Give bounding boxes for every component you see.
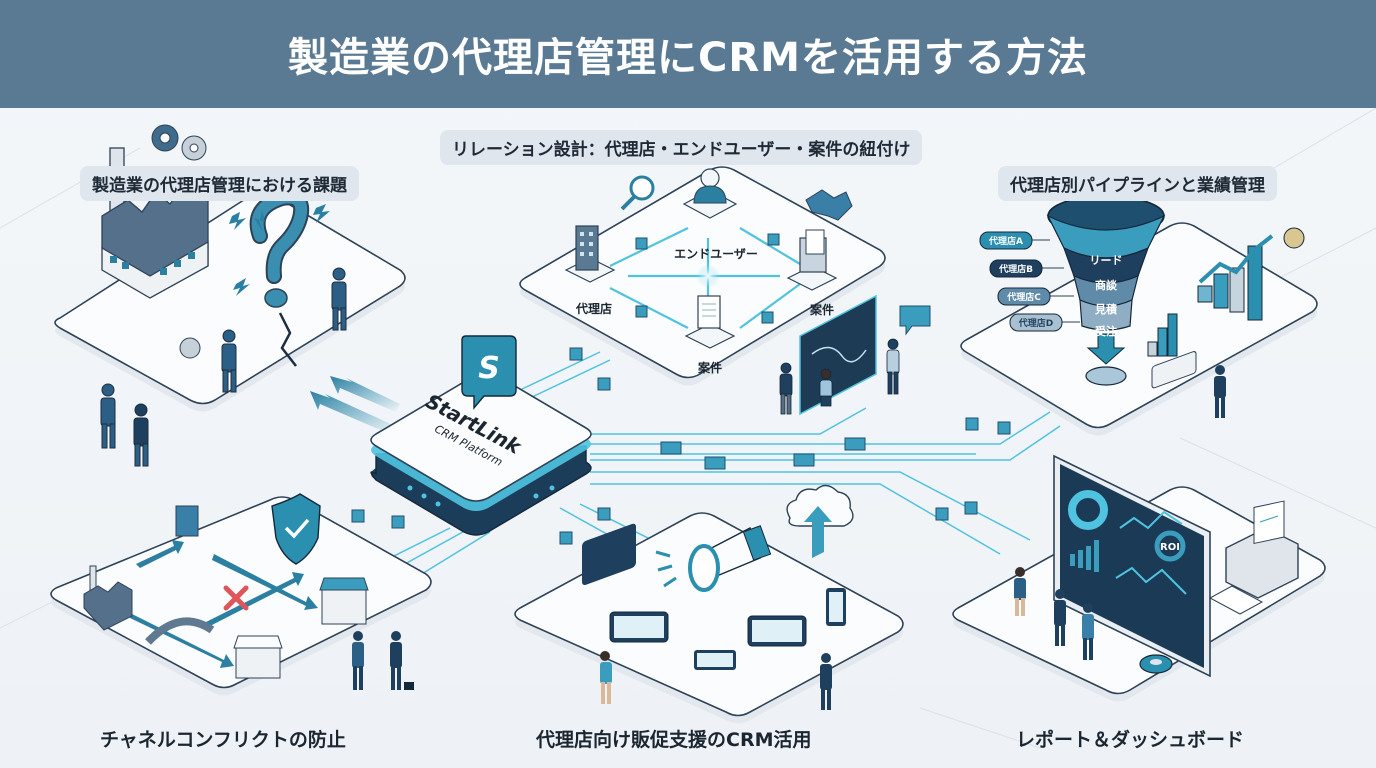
funnel-stage: 受注 bbox=[1095, 324, 1117, 338]
funnel-stage: リード bbox=[1090, 254, 1123, 267]
section-label-challenges: 製造業の代理店管理における課題 bbox=[80, 166, 359, 201]
gear-icon bbox=[151, 124, 207, 359]
shield-check-icon bbox=[271, 493, 321, 565]
mini-data-packets bbox=[635, 233, 780, 324]
document-icon bbox=[684, 295, 736, 349]
logo-letter: S bbox=[478, 351, 500, 386]
diagram-canvas: エンドユーザー 代理店 案件 案件 リード 商 bbox=[0, 108, 1376, 749]
handshake-icon bbox=[805, 189, 853, 221]
funnel-icon bbox=[1046, 195, 1166, 386]
phone-icon bbox=[694, 588, 846, 670]
collaboration-screen bbox=[799, 294, 931, 416]
node-deal-right: 案件 bbox=[809, 302, 834, 317]
roi-label: ROI bbox=[1160, 542, 1180, 553]
cloud-upload-icon bbox=[786, 484, 854, 558]
factory-small-icon bbox=[83, 565, 133, 631]
lightning-icon bbox=[229, 204, 330, 296]
printer-icon bbox=[1208, 500, 1299, 615]
report-people-icon bbox=[1014, 567, 1094, 660]
megaphone-icon bbox=[655, 525, 772, 592]
promoter-people-icon bbox=[600, 651, 832, 710]
crm-server-icon bbox=[370, 372, 592, 536]
bridge-icon bbox=[145, 617, 215, 645]
magnifier-icon bbox=[620, 175, 655, 211]
agency-building-icon bbox=[175, 505, 199, 537]
user-icon bbox=[682, 168, 738, 219]
return-arrows bbox=[310, 376, 400, 434]
relation-links bbox=[609, 227, 801, 329]
data-flow-lines bbox=[329, 351, 1061, 613]
handshake-people-icon bbox=[352, 631, 414, 690]
bar-chart-icon bbox=[1147, 227, 1305, 357]
channel-arrows bbox=[130, 540, 318, 668]
funnel-stage: 見積 bbox=[1094, 302, 1118, 316]
cross-icon bbox=[223, 585, 249, 611]
funnel-stage: 商談 bbox=[1095, 278, 1118, 292]
node-end-user: エンドユーザー bbox=[674, 247, 758, 261]
store-icon bbox=[233, 577, 369, 679]
node-agency: 代理店 bbox=[575, 301, 612, 316]
page-title: 製造業の代理店管理にCRMを活用する方法 bbox=[288, 35, 1088, 81]
section-caption-conflict: チャネルコンフリクトの防止 bbox=[100, 729, 346, 751]
node-deal-bottom: 案件 bbox=[697, 360, 722, 375]
agency-tag: 代理店B bbox=[998, 263, 1033, 275]
flow-signal-boxes bbox=[351, 347, 1011, 545]
section-label-relations: リレーション設計：代理店・エンドユーザー・案件の紐付け bbox=[440, 130, 923, 165]
header-banner: 製造業の代理店管理にCRMを活用する方法 bbox=[0, 0, 1376, 108]
confused-person-icon bbox=[100, 267, 347, 467]
section-caption-promotion: 代理店向け販促支援のCRM活用 bbox=[536, 729, 812, 751]
question-mark-icon bbox=[249, 189, 310, 367]
analyst-person-icon bbox=[1151, 351, 1226, 418]
agency-tag: 代理店D bbox=[1018, 317, 1053, 329]
monitor-dashboard-icon bbox=[1053, 454, 1211, 678]
startlink-logo: S bbox=[461, 335, 517, 410]
tablet-icon bbox=[582, 523, 807, 647]
agency-tags bbox=[979, 231, 1080, 332]
donut-chart-icon bbox=[1139, 654, 1173, 674]
section-caption-reports: レポート＆ダッシュボード bbox=[1016, 729, 1245, 751]
relation-hub bbox=[696, 264, 720, 288]
agency-tag: 代理店A bbox=[988, 235, 1023, 247]
folder-icon bbox=[786, 229, 838, 291]
team-people-icon bbox=[779, 338, 900, 415]
building-icon bbox=[564, 225, 616, 283]
agency-tag: 代理店C bbox=[1006, 291, 1041, 303]
section-label-pipeline: 代理店別パイプラインと業績管理 bbox=[998, 166, 1277, 201]
